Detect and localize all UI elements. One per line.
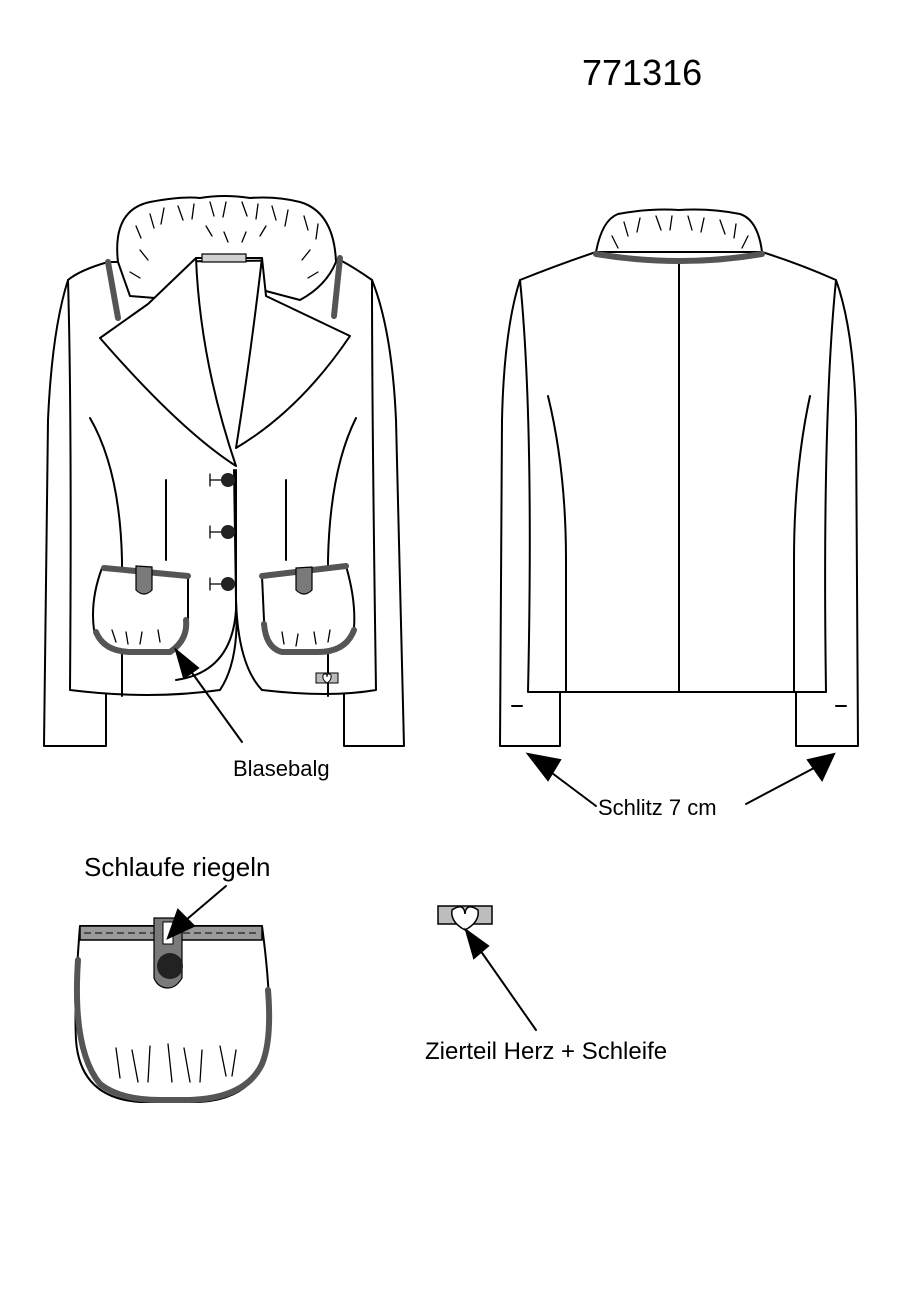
right-lapel [235,257,351,449]
pocket-detail [73,885,273,1103]
ruffle-marks-front [129,201,319,279]
button-2 [221,525,235,539]
front-pocket-right [259,563,357,655]
pocket-detail-gathers [115,1043,237,1083]
ruffle-marks-back [611,215,749,249]
pocket-detail-trim [73,957,273,1103]
style-number: 771316 [582,52,703,93]
ornament-detail [437,905,537,1031]
arrow-head-schlaufe [166,908,196,940]
front-pocket-left [92,565,191,655]
arrow-line-schlaufe [185,885,227,921]
heart-ornament-front [315,672,339,684]
pocket-detail-button [157,953,183,979]
arrow-line-blasebalg [189,669,243,743]
arrow-head-blasebalg [174,647,200,680]
arrow-head-slit-left [525,752,562,782]
back-ruffle-collar [595,208,763,253]
arrow-head-slit-right [806,752,836,782]
back-seam-right [793,395,811,693]
back-seam-left [547,395,567,693]
jacket-back-view [499,208,859,807]
arrow-line-slit-right [745,767,815,805]
arrow-line-slit-left [547,769,597,807]
button-3 [221,577,235,591]
label-zierteil: Zierteil Herz + Schleife [425,1038,668,1065]
collar-trim-left [105,259,121,321]
arrow-line-zierteil [479,949,537,1031]
collar-trim-right [331,255,343,319]
back-collar-trim [593,251,765,264]
arrow-head-zierteil [464,927,490,960]
button-1 [221,473,235,487]
label-blasebalg: Blasebalg [233,756,330,781]
front-seam-right [327,417,357,697]
ornament-heart [451,906,479,931]
jacket-front-view [43,195,405,747]
front-buttons [209,473,235,591]
label-schlaufe: Schlaufe riegeln [84,852,271,882]
left-lapel [99,257,237,467]
label-schlitz: Schlitz 7 cm [598,795,717,820]
neck-label [201,253,247,263]
front-seam-left [89,417,123,697]
front-opening [175,469,237,681]
